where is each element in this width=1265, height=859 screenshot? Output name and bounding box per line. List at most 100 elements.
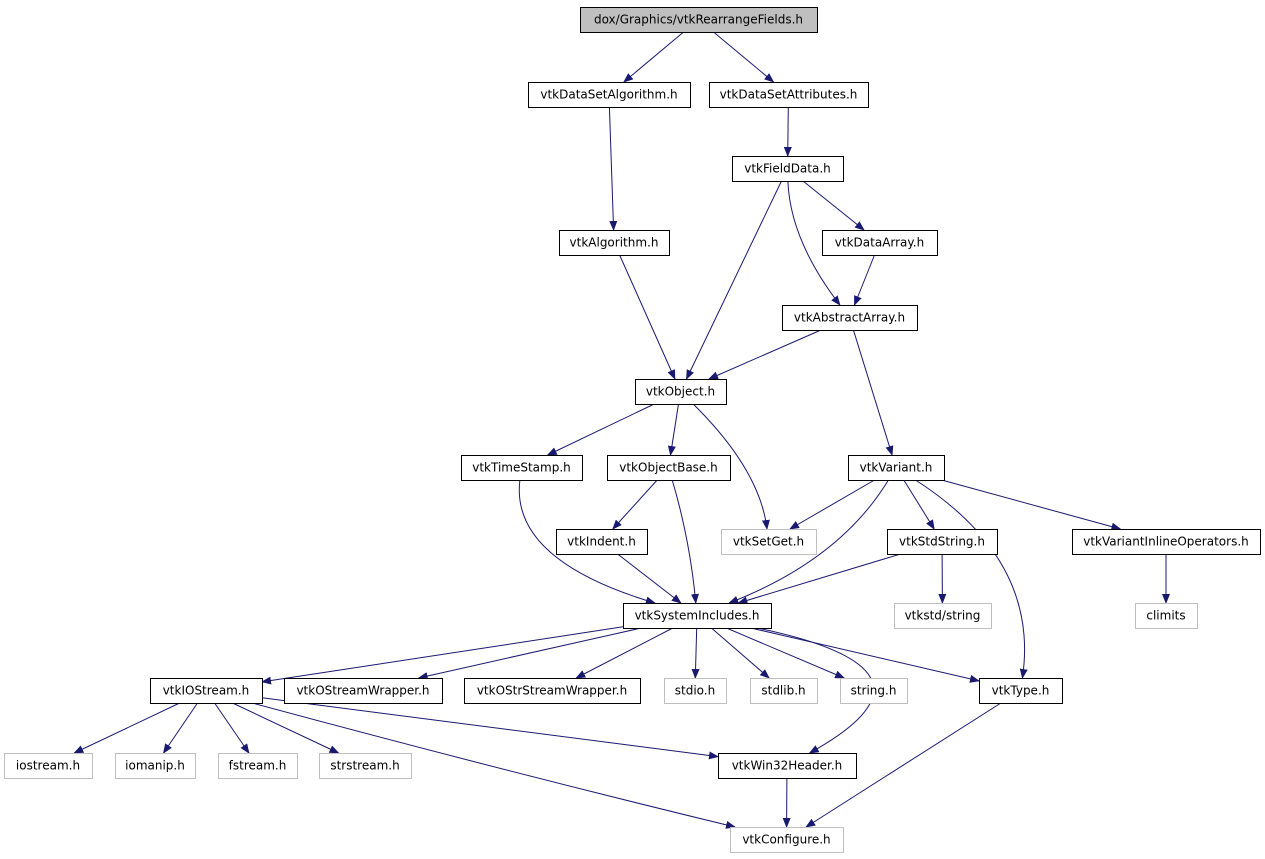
edge-variant-to-setget	[789, 479, 875, 530]
node-box	[559, 230, 670, 256]
edge-sysincludes-to-stdio	[691, 627, 700, 679]
edge-algorithm-to-object	[619, 254, 676, 380]
node-box	[218, 753, 298, 779]
edge-sysincludes-to-iostream_vtk	[261, 626, 624, 685]
node-label: stdlib.h	[761, 684, 805, 698]
node-label: dox/Graphics/vtkRearrangeFields.h	[594, 13, 803, 27]
node-label: vtkAbstractArray.h	[794, 311, 905, 325]
node-label: vtkWin32Header.h	[732, 759, 843, 773]
node-label: vtkStdString.h	[899, 535, 985, 549]
node-box	[730, 827, 844, 853]
edge-iostream_vtk-to-iomanip	[162, 702, 198, 754]
node-label: vtkTimeStamp.h	[472, 461, 571, 475]
node-label: vtkObjectBase.h	[619, 461, 717, 475]
node-type[interactable]: vtkType.h	[979, 678, 1063, 704]
node-object[interactable]: vtkObject.h	[635, 379, 727, 405]
node-indent[interactable]: vtkIndent.h	[556, 529, 648, 555]
node-configure: vtkConfigure.h	[730, 827, 844, 853]
node-box	[319, 753, 412, 779]
node-dsattr[interactable]: vtkDataSetAttributes.h	[709, 82, 869, 108]
node-box	[150, 678, 263, 704]
node-label: vtkSystemIncludes.h	[635, 609, 760, 623]
node-box	[4, 753, 93, 779]
edge-root-to-dsalg	[623, 31, 684, 83]
node-box	[464, 678, 641, 704]
node-label: climits	[1146, 609, 1185, 623]
node-label: stdio.h	[675, 684, 715, 698]
edge-iostream_vtk-to-fstream	[214, 702, 250, 754]
node-box	[607, 455, 731, 481]
node-ostreamwrapper[interactable]: vtkOStreamWrapper.h	[284, 678, 443, 704]
edge-abstractarray-to-variant	[852, 329, 894, 456]
node-box	[718, 753, 857, 779]
node-label: iostream.h	[16, 759, 80, 773]
node-box	[750, 678, 818, 704]
node-iostream: iostream.h	[4, 753, 93, 779]
node-fielddata[interactable]: vtkFieldData.h	[732, 156, 844, 182]
edge-indent-to-sysincludes	[617, 553, 682, 604]
node-box	[1135, 603, 1198, 629]
node-sysincludes[interactable]: vtkSystemIncludes.h	[623, 603, 772, 629]
node-label: vtkstd/string	[905, 609, 981, 623]
node-variantops[interactable]: vtkVariantInlineOperators.h	[1072, 529, 1261, 555]
node-stdstring[interactable]: vtkStdString.h	[887, 529, 998, 555]
edge-abstractarray-to-object	[708, 329, 822, 380]
node-stdio: stdio.h	[664, 678, 727, 704]
node-objectbase[interactable]: vtkObjectBase.h	[607, 455, 731, 481]
node-label: vtkFieldData.h	[744, 162, 831, 176]
edge-sysincludes-to-string	[726, 627, 846, 679]
node-label: vtkDataSetAlgorithm.h	[540, 88, 677, 102]
edge-dsalg-to-algorithm	[608, 106, 618, 231]
node-label: vtkIndent.h	[567, 535, 636, 549]
edge-sysincludes-to-ostrstreamwrapper	[575, 627, 674, 679]
node-timestamp[interactable]: vtkTimeStamp.h	[461, 455, 583, 481]
node-box	[732, 156, 844, 182]
edge-variant-to-sysincludes	[728, 479, 889, 604]
edge-stdstring-to-sysincludes	[737, 553, 901, 605]
node-iomanip: iomanip.h	[115, 753, 196, 779]
node-box	[284, 678, 443, 704]
node-win32header[interactable]: vtkWin32Header.h	[718, 753, 857, 779]
node-label: vtkDataArray.h	[835, 236, 924, 250]
node-box	[709, 82, 869, 108]
node-box	[623, 603, 772, 629]
edge-sysincludes-to-stdlib	[711, 627, 770, 679]
node-ostrstreamwrapper[interactable]: vtkOStrStreamWrapper.h	[464, 678, 641, 704]
node-label: vtkConfigure.h	[742, 833, 830, 847]
node-box	[664, 678, 727, 704]
edge-type-to-configure	[805, 702, 1002, 828]
node-box	[822, 230, 938, 256]
edge-variant-to-variantops	[941, 479, 1122, 531]
edge-iostream_vtk-to-win32header	[261, 697, 719, 760]
edge-fielddata-to-dataarray	[802, 180, 865, 231]
node-box	[721, 529, 817, 555]
node-box	[556, 529, 648, 555]
edge-objectbase-to-indent	[612, 479, 658, 530]
node-box	[887, 529, 998, 555]
node-algorithm[interactable]: vtkAlgorithm.h	[559, 230, 670, 256]
node-label: vtkVariant.h	[860, 461, 933, 475]
node-label: vtkObject.h	[646, 385, 715, 399]
edge-dataarray-to-abstractarray	[854, 254, 875, 306]
edge-sysincludes-to-ostreamwrapper	[417, 627, 642, 680]
edge-object-to-setget	[692, 403, 770, 530]
node-stdlib: stdlib.h	[750, 678, 818, 704]
node-label: iomanip.h	[125, 759, 185, 773]
node-variant[interactable]: vtkVariant.h	[848, 455, 945, 481]
node-root[interactable]: dox/Graphics/vtkRearrangeFields.h	[580, 7, 818, 33]
node-box	[894, 603, 992, 629]
node-dataarray[interactable]: vtkDataArray.h	[822, 230, 938, 256]
node-box	[580, 7, 818, 33]
edge-object-to-objectbase	[667, 403, 679, 456]
node-iostream_vtk[interactable]: vtkIOStream.h	[150, 678, 263, 704]
edge-iostream_vtk-to-iostream	[73, 702, 180, 754]
edge-fielddata-to-object	[686, 180, 782, 380]
node-abstractarray[interactable]: vtkAbstractArray.h	[782, 305, 918, 331]
node-fstream: fstream.h	[218, 753, 298, 779]
edge-iostream_vtk-to-configure	[252, 702, 736, 829]
node-label: vtkType.h	[992, 684, 1050, 698]
node-dsalg[interactable]: vtkDataSetAlgorithm.h	[528, 82, 691, 108]
node-box	[979, 678, 1063, 704]
